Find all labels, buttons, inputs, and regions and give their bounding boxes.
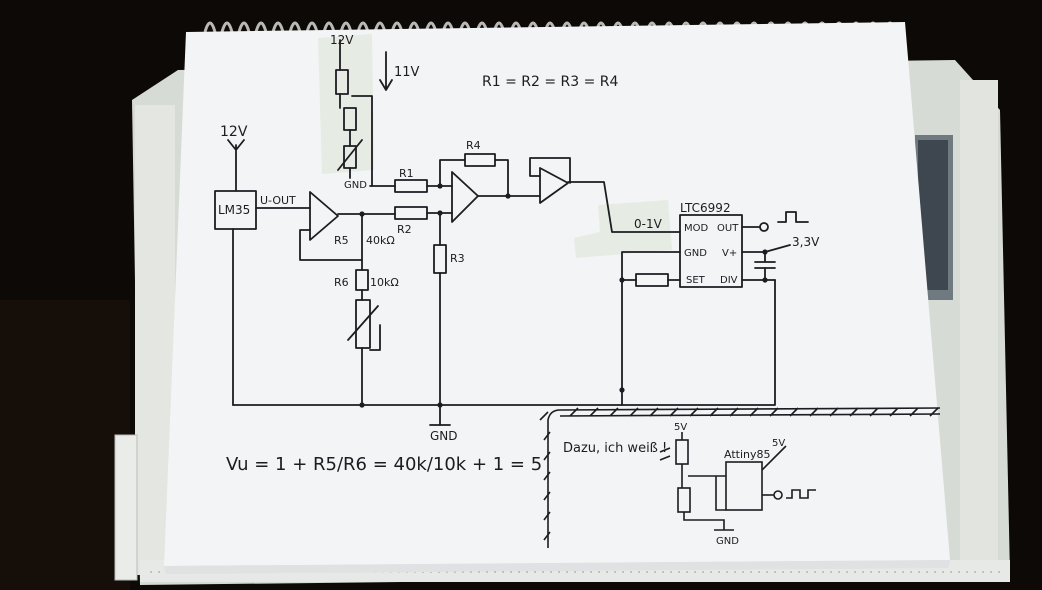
label-3-3v: 3,3V xyxy=(792,235,820,249)
label-5v-b: 5V xyxy=(772,438,785,449)
pin-out: OUT xyxy=(717,223,739,234)
paper-sheet xyxy=(164,22,950,566)
label-5v-a: 5V xyxy=(674,422,687,433)
pin-div: DIV xyxy=(720,275,738,286)
label-gnd-main: GND xyxy=(430,429,458,443)
label-0-1v: 0-1V xyxy=(634,217,663,231)
label-r2: R2 xyxy=(397,223,412,236)
pin-set: SET xyxy=(686,275,706,286)
label-12v-left: 12V xyxy=(220,124,248,140)
label-attiny85: Attiny85 xyxy=(724,448,771,461)
spiral-binding xyxy=(203,21,897,33)
label-r6-value: 10kΩ xyxy=(370,276,399,289)
junction-dots xyxy=(359,183,768,408)
label-gnd-pot: GND xyxy=(344,180,367,191)
label-12v-top: 12V xyxy=(330,33,354,47)
pin-vplus: V+ xyxy=(722,248,737,259)
label-resistor-equality: R1 = R2 = R3 = R4 xyxy=(482,74,619,90)
label-lm35: LM35 xyxy=(218,203,250,217)
inset-frame xyxy=(539,407,941,548)
label-r5: R5 xyxy=(334,234,349,247)
label-r1: R1 xyxy=(399,167,414,180)
label-ltc6992: LTC6992 xyxy=(680,201,731,215)
label-r3: R3 xyxy=(450,252,465,265)
table-highlight xyxy=(0,300,130,590)
label-11v: 11V xyxy=(394,65,420,80)
pin-mod: MOD xyxy=(684,223,708,234)
paper-edge xyxy=(164,560,950,574)
label-u-out: U-OUT xyxy=(260,194,296,207)
note-text: Dazu, ich weiß ! xyxy=(563,441,667,456)
tape-pieces xyxy=(318,34,672,258)
label-r6: R6 xyxy=(334,276,349,289)
gain-formula: Vu = 1 + R5/R6 = 40k/10k + 1 = 5 xyxy=(226,454,542,475)
label-gnd-small: GND xyxy=(716,536,739,547)
label-r5-value: 40kΩ xyxy=(366,234,395,247)
schematic-labels: 12V 11V R1 = R2 = R3 = R4 12V LM35 U-OUT… xyxy=(218,33,820,547)
label-r4: R4 xyxy=(466,139,481,152)
pin-gnd: GND xyxy=(684,248,707,259)
